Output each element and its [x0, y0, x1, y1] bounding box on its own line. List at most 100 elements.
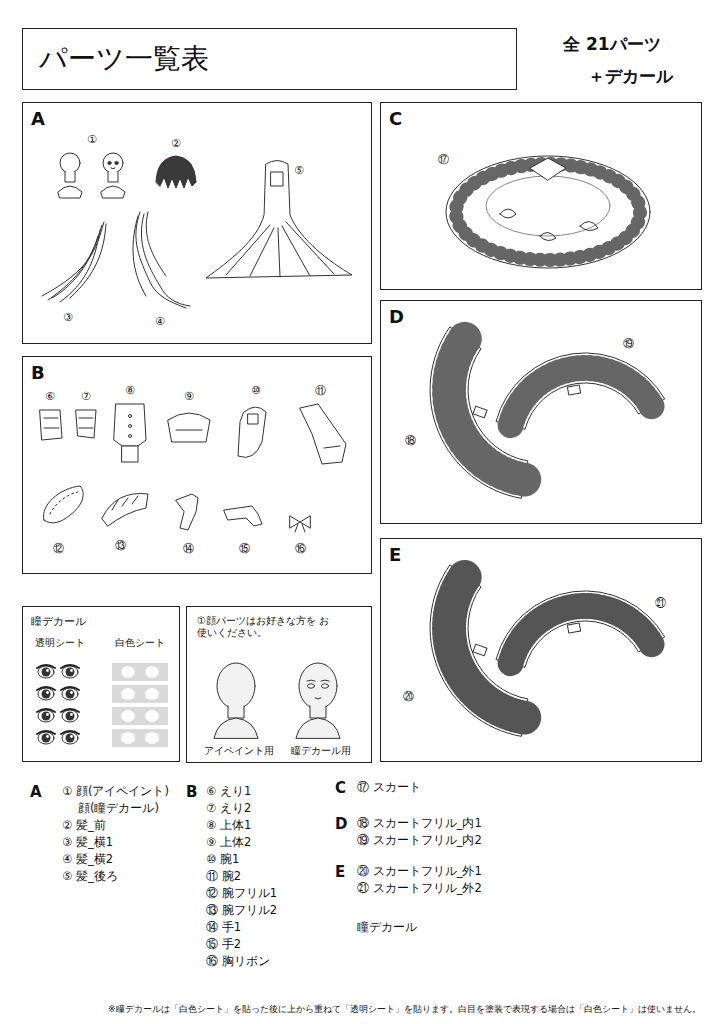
side-hair-drawing [52, 236, 98, 298]
text-slot: ㉑ [655, 597, 666, 610]
text-slot: ⑪ 腕2 [206, 870, 241, 884]
text-slot: ＋デカール [588, 66, 673, 86]
part-list-item: ⑥ えり1 [206, 785, 251, 799]
part-count: ＋デカール [588, 66, 673, 86]
callout-number: ⑨ [184, 390, 194, 403]
callout-number: ⑦ [81, 390, 91, 403]
text-slot: ⑩ [251, 384, 261, 397]
text-slot: ⑦ えり2 [206, 802, 251, 816]
panel-letter: B [31, 362, 45, 384]
section-letter: D [335, 815, 347, 833]
skirt-drawing [540, 232, 556, 240]
head-drawing [299, 663, 337, 709]
part-list-item: ⑤ 髪_後ろ [62, 870, 118, 884]
text-slot: ⑭ 手1 [206, 921, 241, 935]
text-slot: ⑤ 髪_後ろ [62, 870, 118, 884]
skirt-drawing [500, 209, 516, 218]
face-part-drawing [58, 186, 82, 198]
part-list-item: ⑭ 手1 [206, 921, 241, 935]
text-slot: ⑯ [295, 542, 306, 555]
part-list-item: ㉑ スカートフリル_外2 [357, 882, 482, 896]
decal-box: 瞳デカール透明シート 白色シート [22, 606, 180, 762]
part-list-item: 瞳デカール [357, 921, 417, 935]
text-slot: A [30, 783, 42, 801]
text-slot: ※瞳デカールは「白色シート」を貼った後に上から重ねて「透明シート」を貼ります。白… [108, 1004, 701, 1015]
text-slot: ⑲ スカートフリル_内2 [357, 834, 482, 848]
arm-drawing [324, 446, 340, 448]
title-box: パーツ一覧表 [22, 28, 517, 90]
face-part-drawing [111, 168, 115, 170]
text-slot: ㉑ スカートフリル_外2 [357, 882, 482, 896]
skirt-drawing [446, 156, 650, 268]
front-hair-drawing [156, 156, 196, 188]
eye-decal-sheet [61, 665, 79, 678]
hand-drawing [176, 494, 198, 530]
torso-drawing [129, 435, 132, 438]
face-part-drawing [108, 161, 111, 164]
head-drawing [228, 706, 244, 718]
text-slot: ①顔パーツはお好きな方を お使いください。 [197, 615, 331, 639]
outer-frill-drawing [567, 623, 580, 633]
head-drawing [322, 684, 329, 688]
white-sheet [112, 707, 168, 725]
hand-drawing [224, 506, 262, 526]
face-part-drawing [60, 153, 80, 173]
part-list-item: ⑰ スカート [357, 781, 421, 795]
callout-number: ⑯ [295, 542, 306, 555]
text-slot: ② [171, 137, 181, 150]
panel-box: D [380, 300, 702, 524]
part-list-item: ⑪ 腕2 [206, 870, 241, 884]
text-slot: B [186, 783, 197, 801]
callout-number: ⑤ [294, 164, 304, 177]
ribbon-drawing [295, 524, 305, 532]
text-slot: D [335, 815, 347, 833]
side-hair-drawing [141, 214, 190, 306]
arm-drawing [248, 414, 258, 424]
eye-decal-sheet [37, 687, 55, 700]
text-slot: ⑨ [184, 390, 194, 403]
text-slot: ① 顔(アイペイント) [62, 785, 169, 799]
part-list-item: ⑮ 手2 [206, 938, 241, 952]
arm-drawing [238, 407, 266, 457]
white-sheet [112, 663, 168, 747]
inner-frill-drawing [511, 368, 652, 425]
back-hair-drawing [206, 161, 352, 279]
face-part-drawing [65, 172, 75, 182]
side-hair-drawing [42, 222, 106, 302]
back-hair-drawing [271, 172, 283, 186]
hand-drawing [176, 494, 198, 530]
text-slot: E [389, 544, 401, 566]
callout-number: ⑥ [45, 390, 55, 403]
callout-number: ⑫ [53, 542, 64, 555]
box-text: 白色シート [115, 637, 165, 649]
text-slot: ⑬ [115, 539, 126, 552]
box-text: ①顔パーツはお好きな方を お使いください。 [197, 615, 331, 639]
text-slot: 顔(瞳デカール) [78, 802, 159, 816]
side-hair-drawing [136, 212, 186, 308]
panel-letter: A [31, 108, 45, 130]
callout-number: ⑱ [405, 434, 416, 447]
box-text: 瞳デカール用 [291, 745, 351, 756]
box-text: 透明シート [35, 637, 85, 649]
skirt-drawing [446, 156, 650, 268]
text-slot: 瞳デカール [31, 615, 86, 628]
part-list-item: ④ 髪_横2 [62, 853, 113, 867]
text-slot: 瞳デカール [357, 921, 417, 935]
ribbon-drawing [290, 516, 310, 532]
back-hair-drawing [206, 161, 352, 279]
face-part-drawing [101, 186, 125, 198]
face-part-drawing [115, 161, 118, 164]
skirt-drawing [530, 158, 566, 180]
part-list-item: ⑯ 胸リボン [206, 955, 270, 969]
text-slot: ⑲ [623, 337, 634, 350]
text-slot: ⑰ スカート [357, 781, 421, 795]
part-list-item: ⑨ 上体2 [206, 836, 251, 850]
head-drawing [307, 680, 329, 699]
section-letter: A [30, 783, 42, 801]
collar-drawing [76, 410, 96, 438]
footnote: ※瞳デカールは「白色シート」を貼った後に上から重ねて「透明シート」を貼ります。白… [108, 1004, 701, 1015]
callout-number: ④ [155, 315, 165, 328]
callout-number: ⑳ [403, 690, 414, 703]
callout-number: ① [87, 133, 97, 146]
side-hair-drawing [133, 212, 190, 308]
